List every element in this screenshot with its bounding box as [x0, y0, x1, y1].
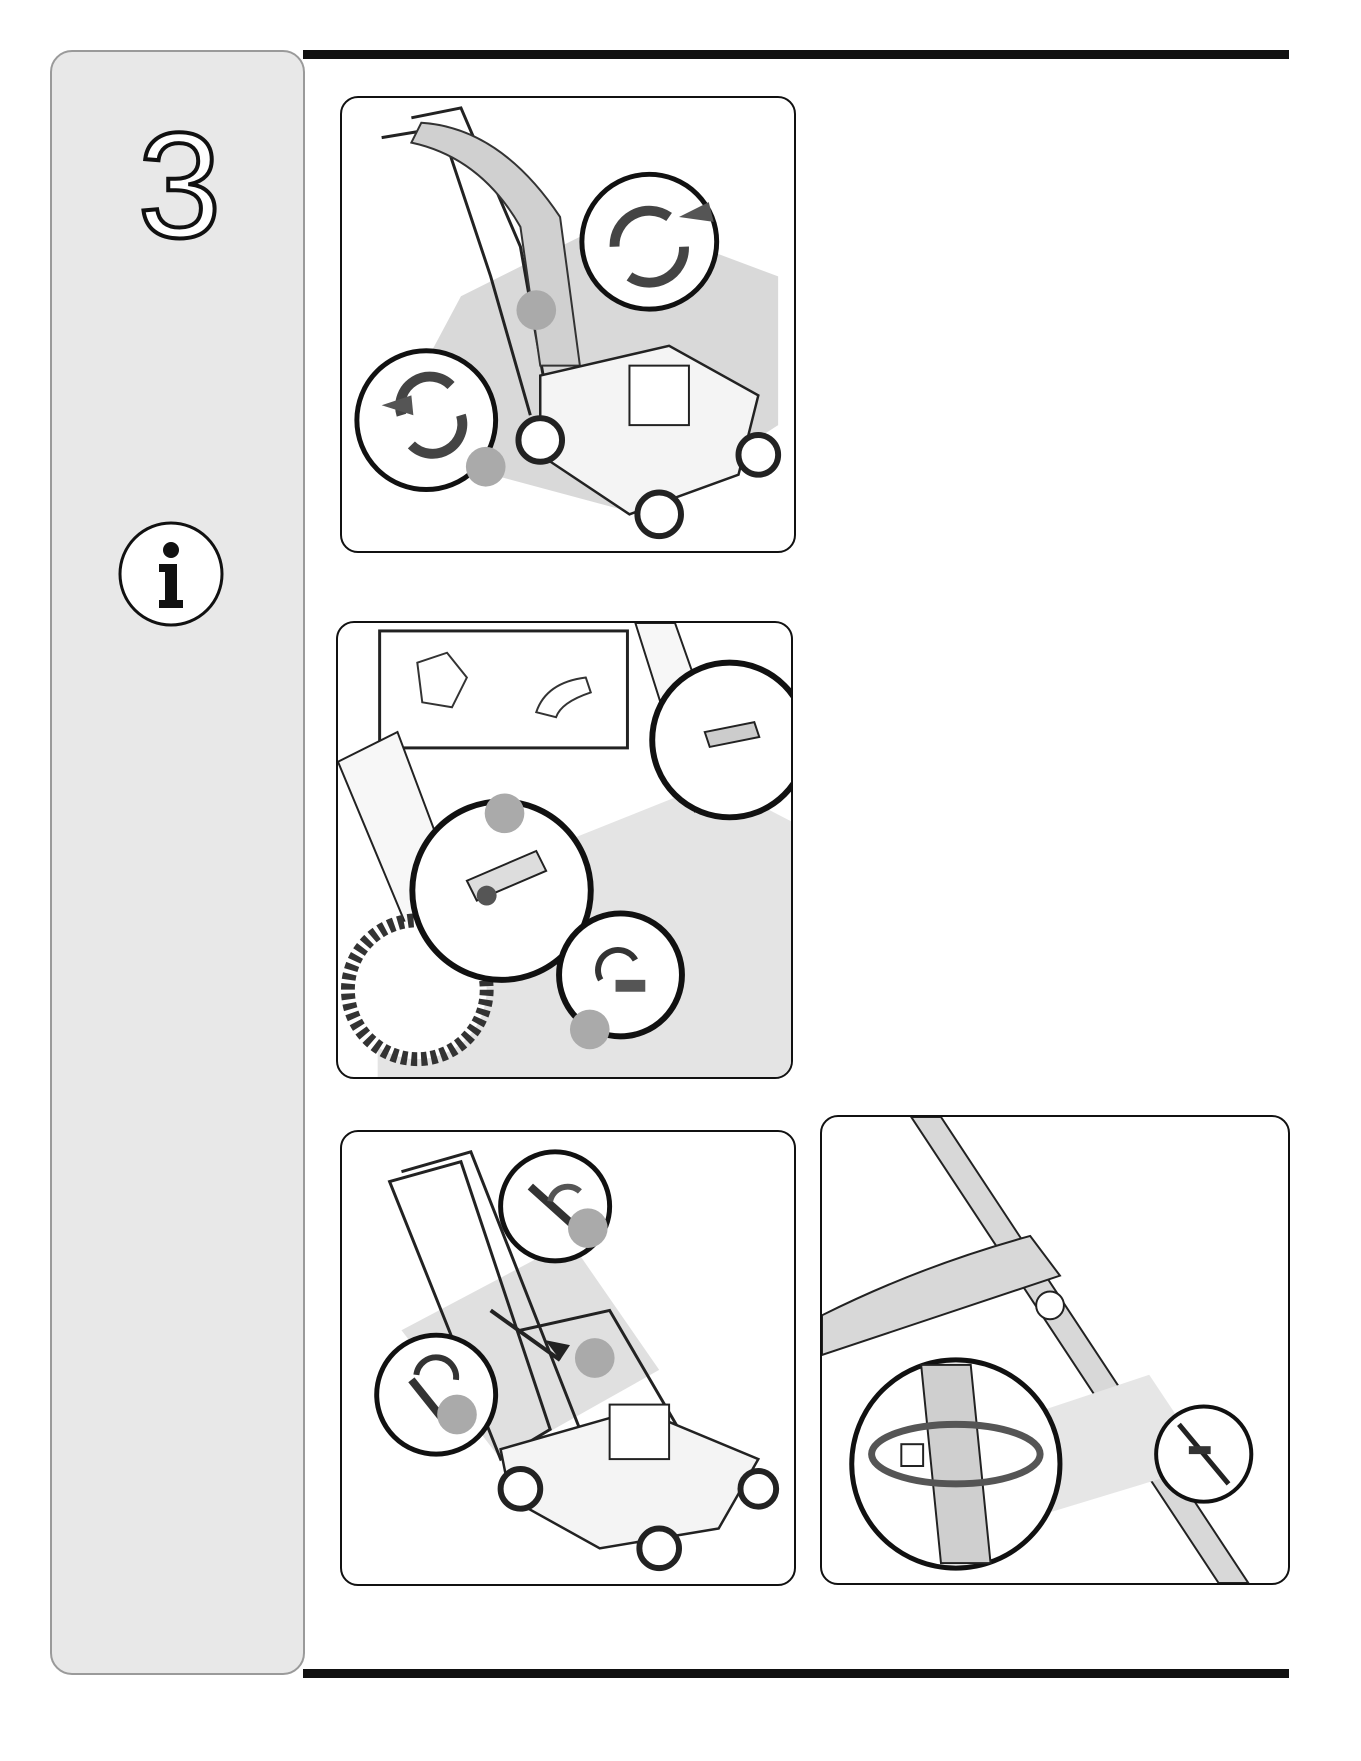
- info-icon: [117, 520, 225, 628]
- step-number: 3: [52, 110, 307, 260]
- bottom-rule: [303, 1669, 1289, 1678]
- cable-tie-illustration: [820, 1115, 1290, 1585]
- handle-raise-lock-illustration: [340, 1130, 796, 1586]
- top-rule: [303, 50, 1289, 59]
- handle-knob-loosen-illustration: [340, 96, 796, 553]
- handle-bolt-assembly-illustration: [336, 621, 793, 1079]
- step-sidebar: 3: [50, 50, 305, 1675]
